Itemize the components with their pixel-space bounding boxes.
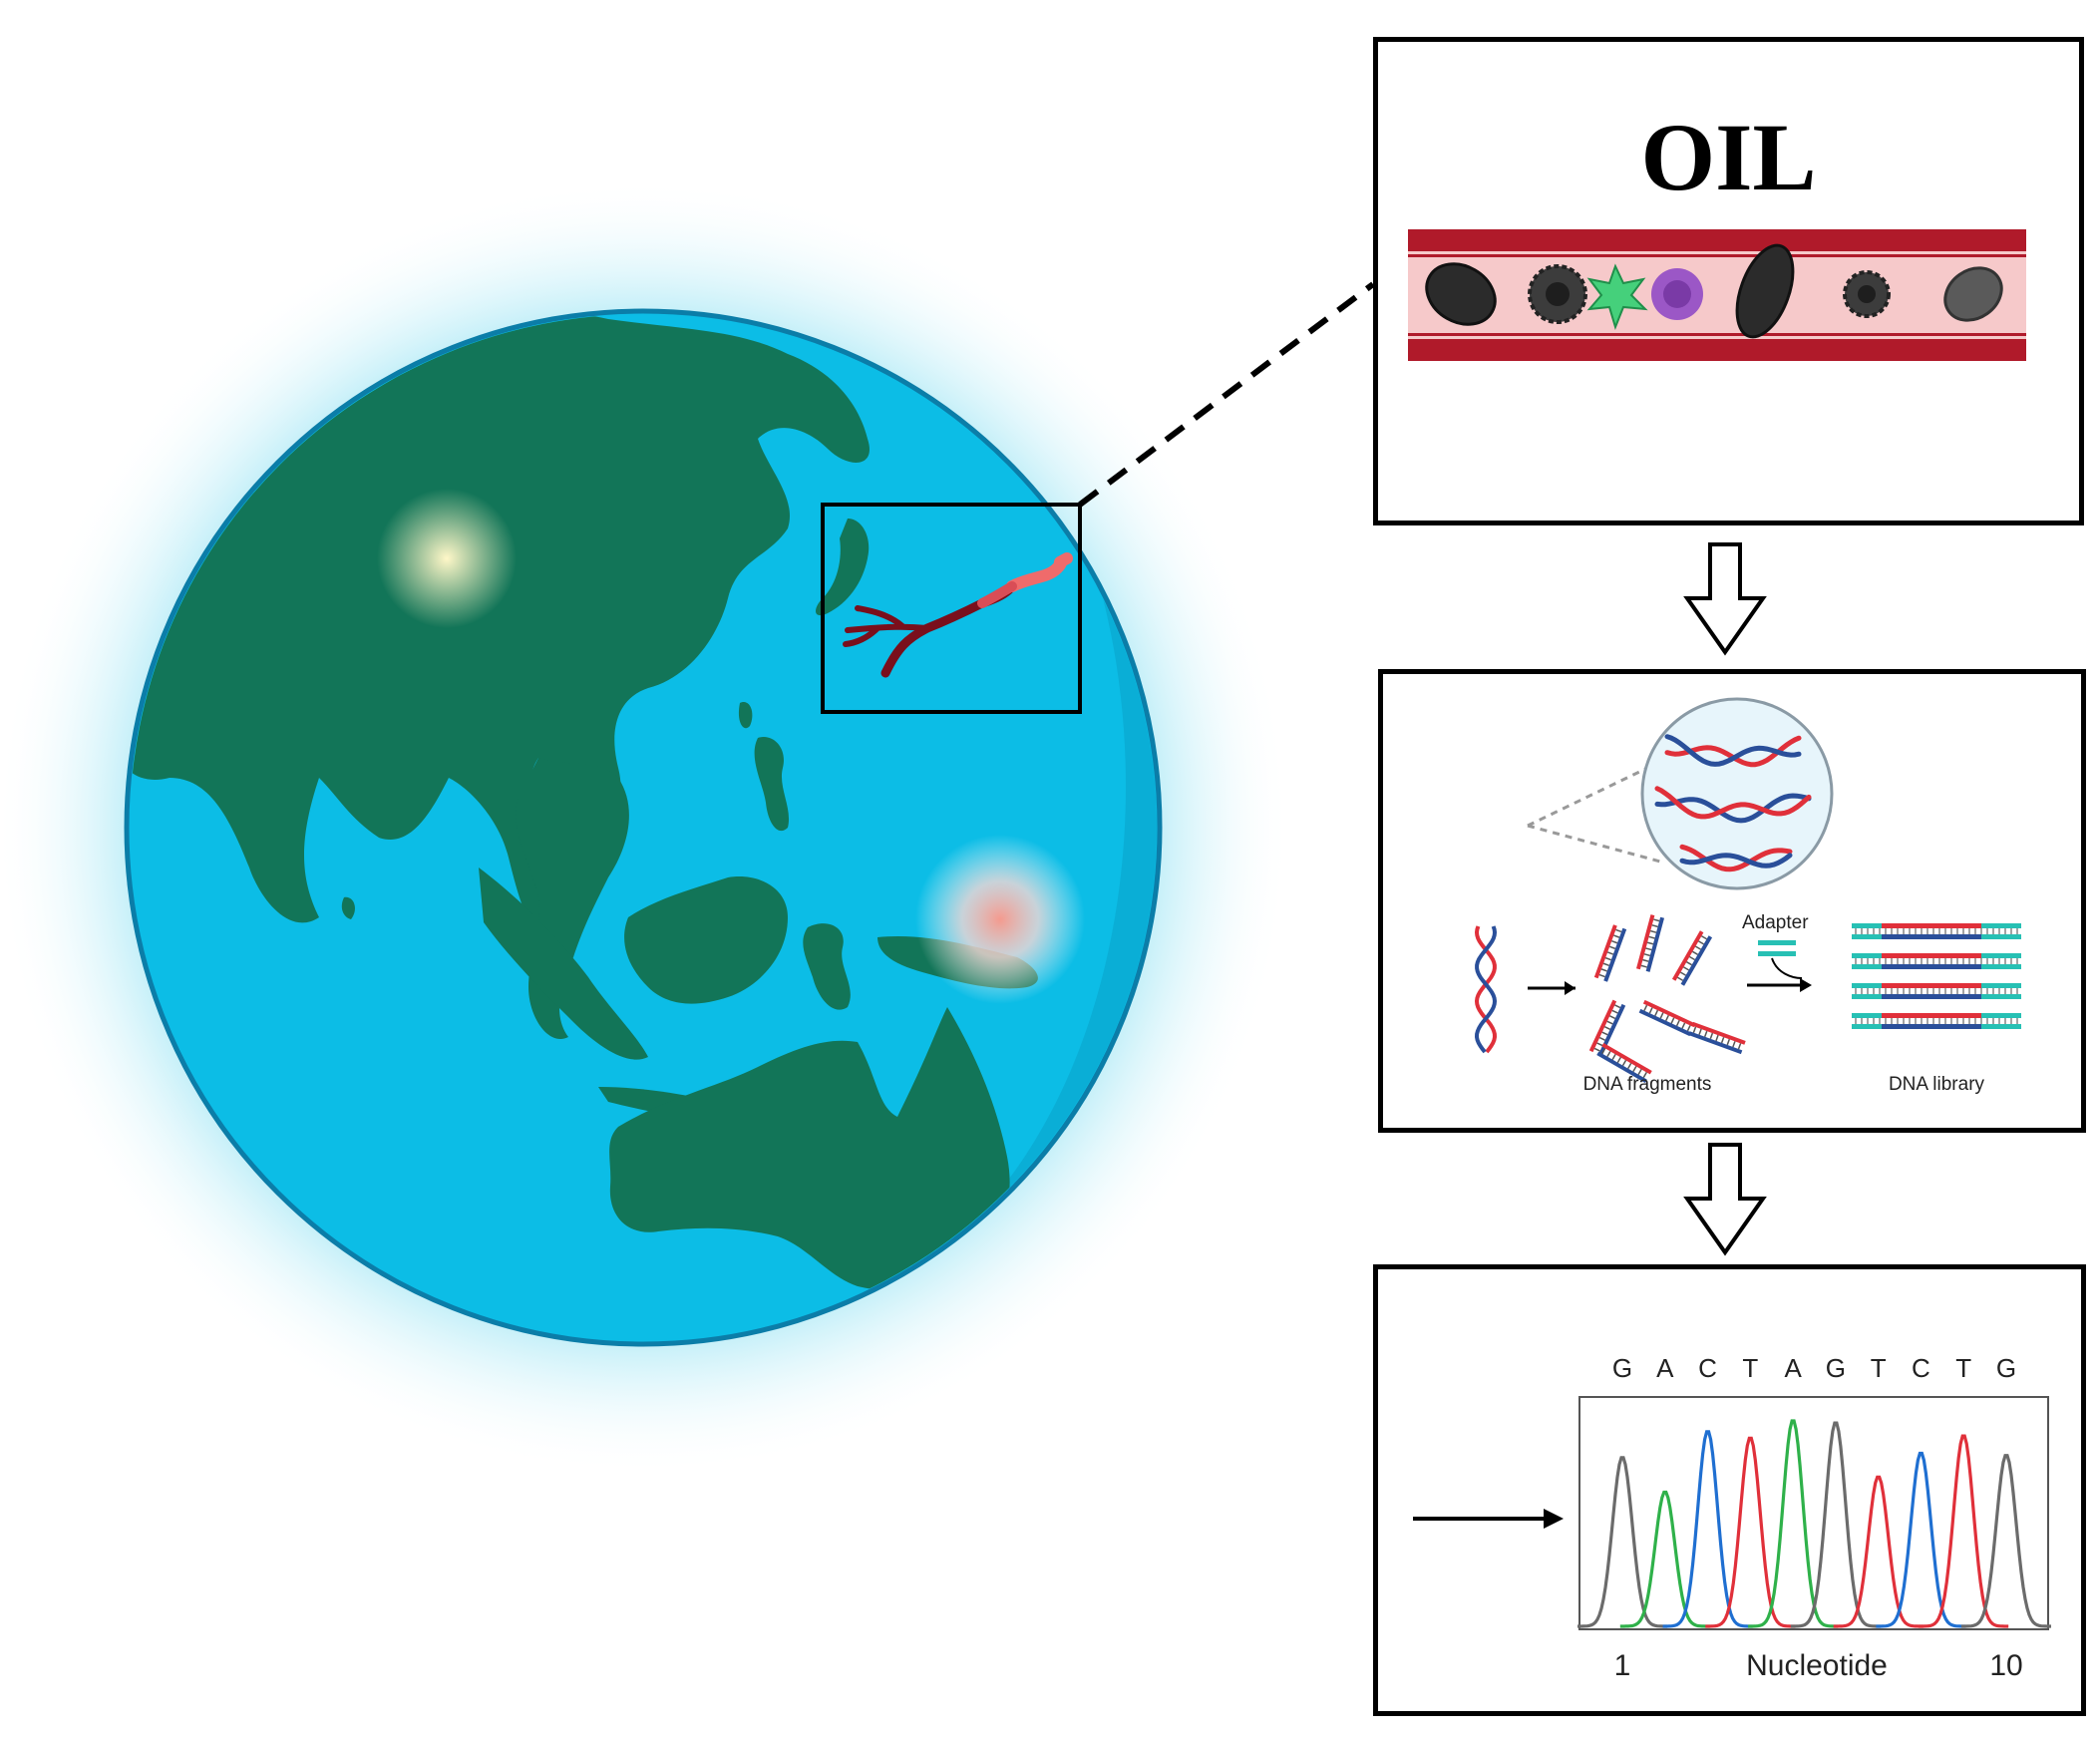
red-blood-cell bbox=[1735, 243, 1795, 339]
platelet bbox=[1586, 263, 1648, 331]
x-tick-end: 10 bbox=[1989, 1649, 2022, 1682]
base-call-letter: T bbox=[1955, 1353, 1971, 1383]
vessel-squiggle-light bbox=[1006, 552, 1073, 592]
sri-lanka-island bbox=[341, 896, 355, 919]
helix-strand bbox=[1474, 925, 1498, 1054]
oil-title: OIL bbox=[1640, 104, 1817, 210]
peak-5 bbox=[1748, 1419, 1839, 1628]
vessel-squiggle-mid bbox=[977, 581, 1017, 608]
peak-3 bbox=[1662, 1430, 1753, 1628]
base-call-letter: A bbox=[1656, 1353, 1674, 1383]
oil-panel: OIL bbox=[1373, 37, 2084, 525]
base-call-letter: C bbox=[1698, 1353, 1717, 1383]
taiwan-island bbox=[738, 702, 753, 729]
dna-fragment bbox=[1688, 1021, 1746, 1055]
peak-1 bbox=[1577, 1456, 1667, 1628]
dna-strand bbox=[1654, 793, 1812, 824]
red-blood-cell bbox=[1425, 262, 1497, 326]
dna-fragment bbox=[1588, 999, 1626, 1057]
adapter-label: Adapter bbox=[1742, 912, 1809, 933]
base-call-letter: A bbox=[1784, 1353, 1802, 1383]
dna-zoom-circle bbox=[1640, 697, 1834, 890]
input-dna-helix bbox=[1474, 925, 1498, 1054]
dashed-connector bbox=[1078, 281, 1375, 508]
down-arrow-2 bbox=[1683, 1143, 1767, 1256]
base-call-letter: T bbox=[1871, 1353, 1887, 1383]
dna-fragment bbox=[1593, 924, 1627, 982]
base-call-letter: G bbox=[1612, 1353, 1632, 1383]
peak-2 bbox=[1619, 1490, 1710, 1628]
peak-traces bbox=[1577, 1419, 2051, 1628]
philippines-islands bbox=[754, 737, 790, 832]
library-prep-diagram: Adapter DNA fragments DNA library bbox=[1474, 697, 2021, 1095]
dna-fragment bbox=[1635, 914, 1665, 972]
peak-9 bbox=[1919, 1434, 2009, 1628]
white-blood-cell bbox=[1843, 270, 1891, 318]
japan-islands bbox=[816, 519, 870, 616]
australia-landmass bbox=[609, 1007, 1010, 1290]
library-molecule bbox=[1852, 953, 2021, 969]
adapter-icon bbox=[1758, 940, 1796, 956]
helix-strand bbox=[1474, 925, 1498, 1054]
base-call-letter: G bbox=[1826, 1353, 1846, 1383]
dna-fragment bbox=[1596, 1042, 1652, 1084]
x-axis-label: Nucleotide bbox=[1746, 1649, 1888, 1682]
dna-fragment bbox=[1638, 999, 1696, 1037]
base-call-letter: C bbox=[1912, 1353, 1930, 1383]
sumatra-island bbox=[479, 868, 648, 1060]
asia-landmass bbox=[130, 314, 870, 957]
dna-library-panel: Adapter DNA fragments DNA library bbox=[1378, 669, 2086, 1133]
red-blood-cell bbox=[1943, 266, 2003, 322]
x-tick-start: 1 bbox=[1614, 1649, 1631, 1682]
library-molecule bbox=[1852, 923, 2021, 939]
peak-7 bbox=[1833, 1475, 1924, 1628]
peak-10 bbox=[1961, 1454, 2051, 1628]
white-blood-cell bbox=[1528, 264, 1587, 324]
dna-fragment bbox=[1671, 930, 1713, 986]
peak-6 bbox=[1790, 1421, 1881, 1628]
borneo-island bbox=[624, 876, 788, 1004]
dna-library-group bbox=[1852, 923, 2021, 1029]
dna-strand bbox=[1679, 844, 1793, 872]
down-arrow-1 bbox=[1683, 542, 1767, 656]
chromatogram-frame bbox=[1578, 1396, 2049, 1630]
dna-library-label: DNA library bbox=[1889, 1074, 1985, 1095]
dna-strand bbox=[1679, 853, 1793, 869]
sulawesi-island bbox=[803, 923, 851, 1010]
glow-spot-yellow bbox=[377, 489, 517, 628]
glow-spot-red bbox=[915, 835, 1085, 1004]
base-call-letter: T bbox=[1742, 1353, 1758, 1383]
zoomed-dna-strands bbox=[1654, 734, 1812, 872]
region-highlight-box bbox=[821, 503, 1082, 714]
dna-strand bbox=[1654, 786, 1812, 820]
lymphocyte bbox=[1651, 268, 1703, 320]
library-molecule bbox=[1852, 983, 2021, 999]
library-molecule bbox=[1852, 1013, 2021, 1029]
dna-fragments-group bbox=[1588, 914, 1746, 1084]
dna-fragments-label: DNA fragments bbox=[1583, 1074, 1712, 1095]
peak-8 bbox=[1876, 1451, 1966, 1628]
base-call-letter: G bbox=[1996, 1353, 2016, 1383]
dna-strand bbox=[1664, 734, 1802, 767]
peak-4 bbox=[1705, 1436, 1796, 1628]
vessel-branch bbox=[843, 605, 930, 647]
blood-vessel bbox=[1408, 229, 2026, 361]
